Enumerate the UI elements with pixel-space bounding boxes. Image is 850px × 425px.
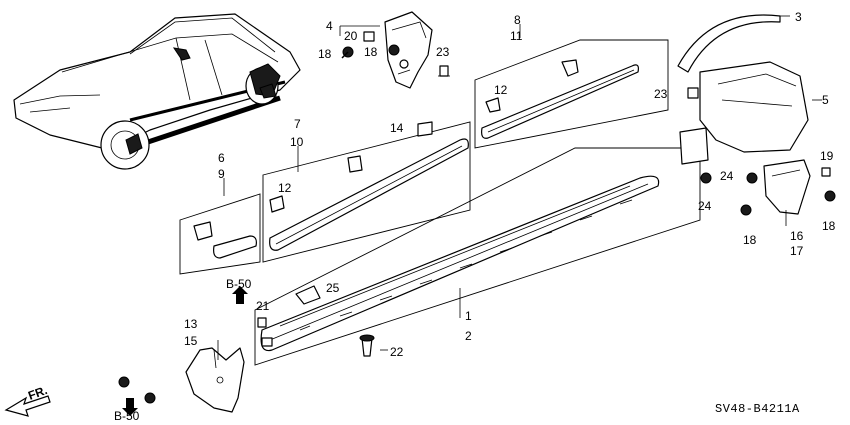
front-label: FR. (26, 383, 49, 403)
clip-23-fender (687, 87, 699, 99)
callout-21: 21 (256, 299, 270, 313)
callout-7: 7 (294, 117, 301, 131)
inner-fender-5 (679, 61, 809, 165)
callout-24-left: 24 (698, 199, 712, 213)
side-sill-panel-1-2 (254, 147, 701, 366)
leader-lines (217, 24, 822, 360)
screw-18-far-right (824, 190, 836, 202)
front-direction-arrow-icon (4, 395, 51, 417)
callout-15: 15 (184, 334, 198, 348)
callout-24-right: 24 (720, 169, 734, 183)
screw-22 (359, 334, 375, 357)
clip-24-left (700, 172, 712, 184)
car-overview-illustration (13, 13, 301, 170)
screw-mudflap-1 (118, 376, 130, 388)
callout-18-shield: 18 (743, 233, 757, 247)
molding-panel-6-9 (179, 193, 261, 275)
callout-12-upper: 12 (494, 83, 508, 97)
clip-23-top (438, 65, 450, 77)
callout-18-top: 18 (318, 47, 332, 61)
callout-12-lower: 12 (278, 181, 292, 195)
splash-shield-16-17 (763, 159, 811, 215)
molding-panel-7-10 (262, 121, 471, 263)
screw-18-bracket (388, 44, 400, 56)
callout-25: 25 (326, 281, 340, 295)
molding-panel-8-11 (474, 39, 669, 149)
reference-b50-down: B-50 (114, 409, 140, 423)
screw-18-top (341, 46, 354, 59)
callout-13: 13 (184, 317, 198, 331)
callout-8: 8 (514, 13, 521, 27)
clip-14 (417, 121, 433, 137)
callout-18-bracket: 18 (364, 45, 378, 59)
screw-mudflap-2 (144, 392, 156, 404)
clip-21 (257, 317, 267, 328)
clip-19 (821, 167, 831, 177)
b50-down-arrow-icon (122, 398, 138, 416)
fender-trim-3 (677, 14, 790, 73)
callout-10: 10 (290, 135, 304, 149)
callout-3: 3 (795, 10, 802, 24)
callout-22: 22 (390, 345, 404, 359)
clip-20 (363, 31, 375, 42)
diagram-code: SV48-B4211A (715, 402, 800, 416)
callout-5: 5 (822, 93, 829, 107)
callout-20: 20 (344, 29, 358, 43)
callout-9: 9 (218, 167, 225, 181)
callout-1: 1 (465, 309, 472, 323)
callout-23-fender: 23 (654, 87, 668, 101)
clip-25 (295, 285, 321, 305)
callout-23-top: 23 (436, 45, 450, 59)
callout-16: 16 (790, 229, 804, 243)
b50-up-arrow-icon (232, 286, 248, 304)
screw-18-shield (740, 204, 752, 216)
reference-b50-up: B-50 (226, 277, 252, 291)
callout-14: 14 (390, 121, 404, 135)
callout-6: 6 (218, 151, 225, 165)
callout-17: 17 (790, 244, 804, 258)
callout-11: 11 (510, 29, 523, 43)
callout-4: 4 (326, 19, 333, 33)
callout-2: 2 (465, 329, 472, 343)
callout-19: 19 (820, 149, 834, 163)
clip-24-right (746, 172, 758, 184)
mudguard-bracket-4 (384, 11, 433, 89)
mud-flap-13-15 (185, 347, 245, 413)
callout-18-far-right: 18 (822, 219, 836, 233)
